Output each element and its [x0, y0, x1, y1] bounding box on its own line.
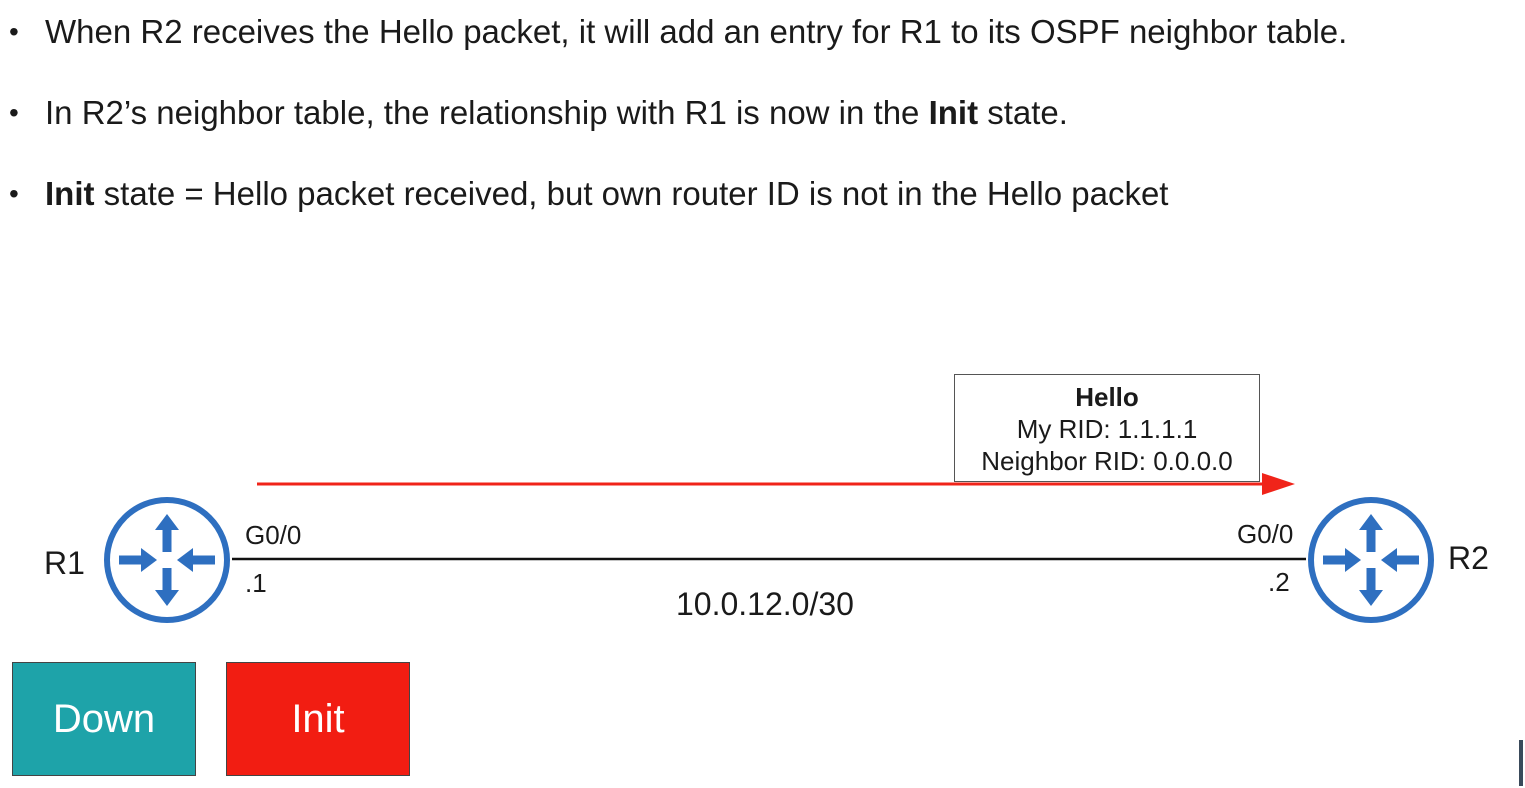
r2-interface-label: G0/0	[1237, 519, 1294, 549]
hello-arrow-head	[1262, 473, 1295, 495]
bullet-3-text: Init state = Hello packet received, but …	[45, 175, 1169, 212]
r2-ip-label: .2	[1268, 567, 1290, 597]
bullet-marker: •	[9, 16, 19, 47]
r1-state-label: Down	[52, 696, 156, 741]
init-emphasis: Init	[45, 175, 95, 212]
hello-title: Hello	[1075, 382, 1139, 412]
r1-interface-label: G0/0	[245, 520, 302, 550]
bullet-marker: •	[9, 97, 19, 128]
r1-state-badge: Down	[12, 662, 196, 776]
bullet-marker: •	[9, 178, 19, 209]
hello-my-rid: My RID: 1.1.1.1	[1016, 414, 1198, 444]
text-cursor	[1519, 740, 1523, 786]
r1-ip-label: .1	[245, 568, 267, 598]
bullet-1-text: When R2 receives the Hello packet, it wi…	[45, 13, 1348, 50]
bullet-2-text: In R2’s neighbor table, the relationship…	[45, 94, 1068, 131]
router-r1-icon	[104, 497, 230, 623]
r2-state-badge: Init	[226, 662, 410, 776]
router-r2-label: R2	[1448, 540, 1489, 576]
hello-neighbor-rid: Neighbor RID: 0.0.0.0	[981, 446, 1233, 476]
subnet-label: 10.0.12.0/30	[676, 586, 854, 622]
init-emphasis: Init	[928, 94, 979, 131]
hello-packet-box: Hello My RID: 1.1.1.1 Neighbor RID: 0.0.…	[954, 374, 1260, 482]
router-r1-label: R1	[44, 545, 85, 581]
r2-state-label: Init	[291, 696, 345, 741]
router-r2-icon	[1308, 497, 1434, 623]
